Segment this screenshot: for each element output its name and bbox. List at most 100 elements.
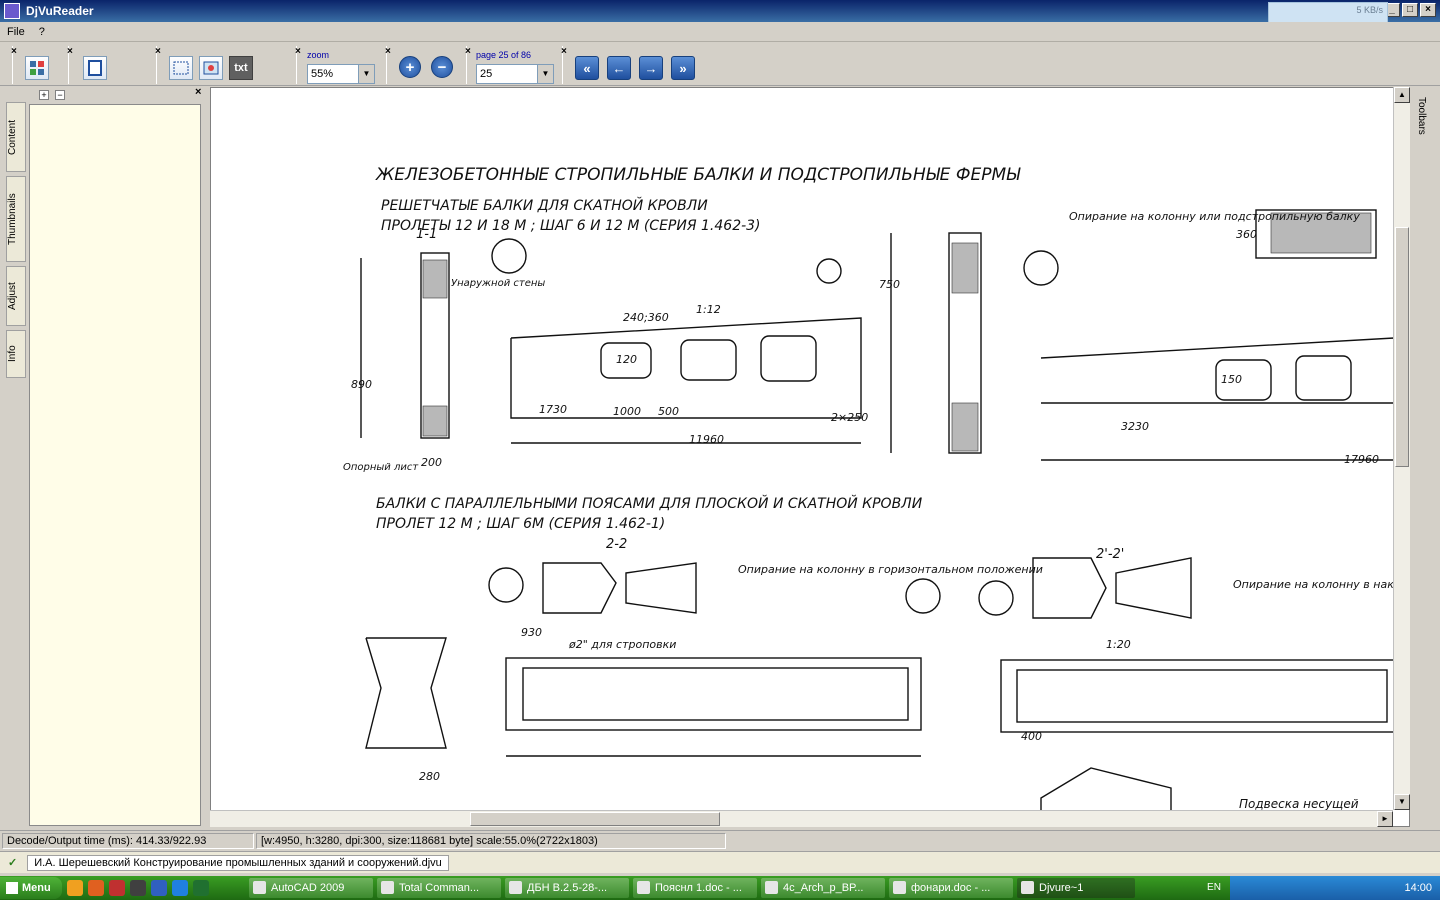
dim-400: 400 xyxy=(1021,730,1042,743)
close-button[interactable]: × xyxy=(1420,3,1436,17)
window-title: DjVuReader xyxy=(26,4,94,18)
section-mark-2-2: 2-2 xyxy=(606,537,627,552)
system-tray: 14:00 xyxy=(1230,876,1440,900)
document-view[interactable]: ЖЕЛЕЗОБЕТОННЫЕ СТРОПИЛЬНЫЕ БАЛКИ И ПОДСТ… xyxy=(210,87,1410,827)
toolbar-group-navigation: × « ← → » xyxy=(561,46,702,84)
decode-time: Decode/Output time (ms): 414.33/922.93 xyxy=(2,832,254,849)
vertical-scroll-thumb[interactable] xyxy=(1395,227,1409,467)
taskbar: Menu AutoCAD 2009 Total Comman... ДБН В.… xyxy=(0,876,1440,900)
sidebar-header: + − × xyxy=(29,86,207,104)
close-icon[interactable]: × xyxy=(385,46,391,57)
status-bar: Decode/Output time (ms): 414.33/922.93 [… xyxy=(0,830,1440,850)
toolbar-group-layout: × xyxy=(11,46,64,84)
chevron-down-icon[interactable]: ▼ xyxy=(537,65,553,83)
tool-icon[interactable] xyxy=(109,880,125,896)
dim-150: 150 xyxy=(1221,373,1242,386)
zoom-out-button[interactable]: − xyxy=(431,56,453,78)
dim-1000: 1000 xyxy=(613,405,641,418)
layout-button[interactable] xyxy=(25,56,49,80)
scroll-right-button[interactable]: ► xyxy=(1377,811,1393,827)
section2-title: БАЛКИ С ПАРАЛЛЕЛЬНЫМИ ПОЯСАМИ ДЛЯ ПЛОСКО… xyxy=(376,494,923,512)
note-horizontal: Опирание на колонну в горизонтальном пол… xyxy=(738,563,1043,576)
page-select[interactable]: 25 ▼ xyxy=(476,64,554,84)
collapse-all-button[interactable]: − xyxy=(55,90,65,100)
expand-all-button[interactable]: + xyxy=(39,90,49,100)
horizontal-scroll-thumb[interactable] xyxy=(470,812,720,826)
toolbar-group-page: × xyxy=(67,46,128,84)
menu-help[interactable]: ? xyxy=(38,25,45,38)
scroll-down-button[interactable]: ▼ xyxy=(1394,794,1410,810)
task-djvu[interactable]: Djvure~1 xyxy=(1017,878,1135,898)
drawing-title: ЖЕЛЕЗОБЕТОННЫЕ СТРОПИЛЬНЫЕ БАЛКИ И ПОДСТ… xyxy=(375,165,1021,185)
section1-title: РЕШЕТЧАТЫЕ БАЛКИ ДЛЯ СКАТНОЙ КРОВЛИ xyxy=(381,196,708,214)
dim-span-2: 17960 xyxy=(1344,453,1379,466)
zoom-in-button[interactable]: + xyxy=(399,56,421,78)
last-page-button[interactable]: » xyxy=(671,56,695,80)
selection-icon xyxy=(173,61,189,75)
tab-info[interactable]: Info xyxy=(6,330,26,378)
tab-thumbnails[interactable]: Thumbnails xyxy=(6,176,26,262)
chevron-down-icon[interactable]: ▼ xyxy=(358,65,374,83)
maximize-button[interactable]: □ xyxy=(1402,3,1418,17)
start-button[interactable]: Menu xyxy=(0,877,62,899)
tab-adjust[interactable]: Adjust xyxy=(6,266,26,326)
section1-subtitle: ПРОЛЕТЫ 12 И 18 М ; ШАГ 6 И 12 М (СЕРИЯ … xyxy=(381,218,761,234)
dim-930: 930 xyxy=(521,626,542,639)
launcher-icon[interactable] xyxy=(67,880,83,896)
menu-file[interactable]: File xyxy=(7,25,25,38)
language-indicator[interactable]: EN xyxy=(1207,882,1221,893)
task-autocad[interactable]: AutoCAD 2009 xyxy=(249,878,373,898)
image-button[interactable] xyxy=(199,56,223,80)
minimize-button[interactable]: _ xyxy=(1384,3,1400,17)
next-page-button[interactable]: → xyxy=(639,56,663,80)
file-tab[interactable]: И.А. Шерешевский Конструирование промышл… xyxy=(27,854,449,871)
horizontal-scrollbar[interactable]: ► xyxy=(210,810,1393,827)
task-arch[interactable]: 4с_Arch_р_ВР... xyxy=(761,878,885,898)
save-icon[interactable] xyxy=(151,880,167,896)
close-icon[interactable]: × xyxy=(465,46,471,57)
close-icon[interactable]: × xyxy=(11,46,17,57)
dim-750: 750 xyxy=(879,278,900,291)
toolbars-label[interactable]: Toolbars xyxy=(1416,97,1427,135)
toolbar-group-page-nav: × page 25 of 86 25 ▼ xyxy=(465,46,558,84)
tab-content[interactable]: Content xyxy=(6,102,26,172)
close-icon[interactable]: × xyxy=(67,46,73,57)
image-icon xyxy=(203,61,219,75)
dim-2x250: 2×250 xyxy=(831,411,868,424)
page-icon xyxy=(88,60,102,76)
section-mark-1-1: 1-1 xyxy=(416,227,437,242)
text-button[interactable]: txt xyxy=(229,56,253,80)
dim-500: 500 xyxy=(658,405,679,418)
layout-icon xyxy=(30,61,44,75)
page-info: [w:4950, h:3280, dpi:300, size:118681 by… xyxy=(256,832,726,849)
select-button[interactable] xyxy=(169,56,193,80)
browser-icon[interactable] xyxy=(172,880,188,896)
task-total-commander[interactable]: Total Comman... xyxy=(377,878,501,898)
terminal-icon[interactable] xyxy=(130,880,146,896)
menu-bar: File ? xyxy=(0,22,1440,42)
dim-280: 280 xyxy=(419,770,440,783)
sidebar-tabs: Content Thumbnails Adjust Info xyxy=(6,100,28,825)
task-fonari[interactable]: фонари.doc - ... xyxy=(889,878,1013,898)
note-support-plate: Опорный лист xyxy=(343,462,419,473)
close-icon[interactable]: × xyxy=(155,46,161,57)
first-page-button[interactable]: « xyxy=(575,56,599,80)
task-dbn[interactable]: ДБН В.2.5-28-... xyxy=(505,878,629,898)
page-mode-button[interactable] xyxy=(83,56,107,80)
toolbar: × × × txt × zoom 55% ▼ × + − × page 25 o xyxy=(0,44,1440,86)
zoom-select[interactable]: 55% ▼ xyxy=(307,64,375,84)
vertical-scrollbar[interactable]: ▲ ▼ xyxy=(1393,87,1410,810)
zoom-label: zoom xyxy=(307,50,330,60)
scroll-up-button[interactable]: ▲ xyxy=(1394,87,1410,103)
task-poyasn[interactable]: Пояснл 1.doc - ... xyxy=(633,878,757,898)
prev-page-button[interactable]: ← xyxy=(607,56,631,80)
firefox-icon[interactable] xyxy=(88,880,104,896)
content-panel[interactable] xyxy=(29,104,201,826)
close-icon[interactable]: × xyxy=(195,86,202,98)
sheet-icon[interactable] xyxy=(193,880,209,896)
title-bar: DjVuReader _ □ × xyxy=(0,0,1440,22)
section2-subtitle: ПРОЛЕТ 12 М ; ШАГ 6М (СЕРИЯ 1.462-1) xyxy=(376,516,665,532)
dim-span-1: 11960 xyxy=(689,433,724,446)
close-icon[interactable]: × xyxy=(295,46,301,57)
close-icon[interactable]: × xyxy=(561,46,567,57)
